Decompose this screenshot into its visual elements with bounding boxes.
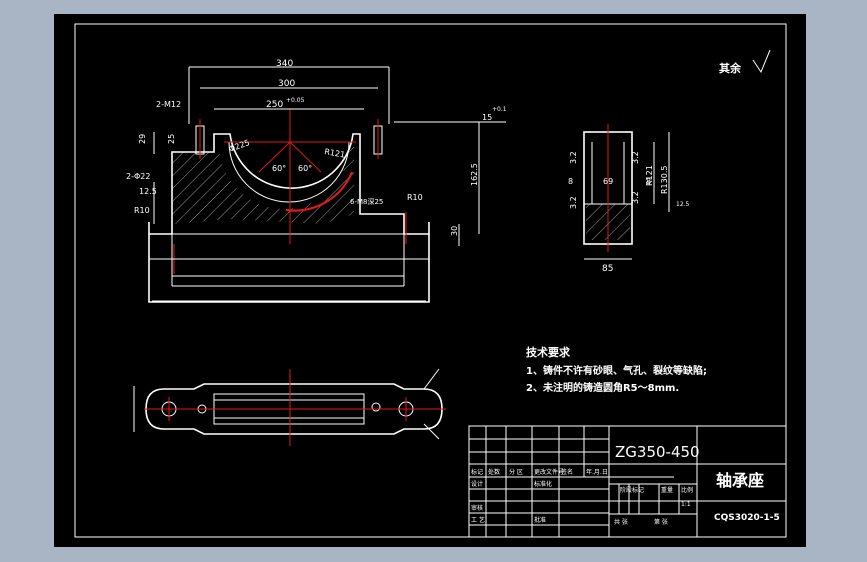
body-outline — [148, 133, 430, 235]
dim-15-tol: +0.1 — [492, 106, 507, 113]
tb-weight: 重量 — [661, 486, 673, 494]
tb-date: 年.月.日 — [586, 468, 608, 476]
dim-29: 29 — [138, 134, 147, 144]
top-leader-2 — [423, 423, 440, 440]
tb-sheet: 第 张 — [654, 518, 668, 526]
tb-review: 审核 — [471, 504, 483, 512]
base-outline — [148, 234, 430, 303]
dim-side-r121: R121 — [645, 165, 654, 186]
roughness-note: 其余 12.5 — [676, 49, 771, 208]
tb-scale-value: 1:1 — [681, 501, 691, 508]
tb-count: 处数 — [488, 468, 500, 476]
title-block-border — [468, 425, 787, 538]
dim-side-32a: 3.2 — [569, 151, 578, 164]
side-view: 3.2 3.2 3.2 3.2 8 8 69 R121 R130.5 85 — [568, 124, 670, 274]
bore-red-arc — [285, 171, 354, 212]
top-bolt-right — [371, 402, 381, 412]
tb-std: 标准化 — [534, 480, 552, 488]
dim-side-69: 69 — [603, 177, 613, 186]
rough-label: 其余 — [719, 61, 742, 75]
dim-angle-60b: 60° — [298, 164, 312, 173]
tech-req-line-1: 1、铸件不许有砂眼、气孔、裂纹等缺陷; — [526, 364, 707, 377]
tb-scale: 比例 — [681, 486, 693, 494]
dim-250-tol: +0.05 — [286, 97, 305, 104]
section-hatch — [172, 144, 354, 224]
drawing-sheet: 340 300 250 +0.05 2-M12 29 25 2-Φ22 12.5… — [54, 14, 806, 547]
dim-side-32d: 3.2 — [631, 191, 640, 204]
dim-125: 12.5 — [139, 187, 157, 196]
dim-side-85: 85 — [602, 264, 613, 274]
angle-line-right — [289, 141, 322, 173]
top-leader-1 — [423, 368, 440, 390]
inner-border — [74, 23, 787, 538]
top-view — [133, 368, 446, 446]
drawing-canvas: 340 300 250 +0.05 2-M12 29 25 2-Φ22 12.5… — [74, 23, 787, 538]
tb-stage: 阶段标记 — [620, 486, 644, 494]
tb-sign: 签名 — [561, 468, 573, 476]
dim-r10-left: R10 — [134, 206, 150, 215]
dim-30: 30 — [450, 226, 459, 236]
tb-docno: 更改文件号 — [534, 468, 564, 476]
tech-req-title: 技术要求 — [526, 345, 571, 359]
dim-m12: 2-M12 — [156, 100, 181, 109]
dim-r121: R121 — [324, 147, 346, 159]
dim-250: 250 — [266, 100, 283, 110]
tb-mark: 标记 — [471, 468, 483, 476]
tb-approve: 批准 — [534, 516, 546, 524]
tb-total: 共 张 — [614, 518, 628, 526]
angle-line-left — [258, 141, 291, 173]
dim-m8: 6-M8深25 — [350, 197, 383, 206]
material: ZG350-450 — [615, 443, 700, 461]
dim-phi22: 2-Φ22 — [126, 172, 150, 181]
dim-side-32b: 3.2 — [631, 151, 640, 164]
tb-design: 设计 — [471, 480, 483, 488]
bore-arc — [228, 141, 350, 203]
dim-side-r1305: R130.5 — [660, 166, 669, 194]
part-name: 轴承座 — [716, 471, 764, 490]
dim-25: 25 — [167, 134, 176, 144]
tech-req-line-2: 2、未注明的铸造圆角R5～8mm. — [526, 381, 679, 394]
tb-process: 工 艺 — [471, 516, 485, 524]
drawing-number: CQS3020-1-5 — [714, 513, 780, 523]
tb-zone: 分 区 — [509, 468, 523, 476]
top-outline — [145, 383, 443, 435]
dim-1625: 162.5 — [470, 163, 479, 186]
dim-side-8a: 8 — [568, 177, 573, 186]
dim-15: 15 — [482, 113, 492, 122]
dim-300: 300 — [278, 79, 295, 89]
dim-r10-right: R10 — [407, 193, 423, 202]
rough-ra: 12.5 — [676, 201, 690, 208]
title-block: ZG350-450 轴承座 CQS3020-1-5 标记 处数 分 区 更改文件… — [468, 425, 787, 538]
roughness-symbol — [752, 49, 771, 74]
dim-side-8b: 8 — [646, 177, 651, 186]
dim-340: 340 — [276, 59, 293, 69]
technical-requirements: 技术要求 1、铸件不许有砂眼、气孔、裂纹等缺陷; 2、未注明的铸造圆角R5～8m… — [526, 345, 707, 394]
front-view: 340 300 250 +0.05 2-M12 29 25 2-Φ22 12.5… — [126, 59, 507, 303]
dim-side-32c: 3.2 — [569, 196, 578, 209]
dim-angle-60a: 60° — [272, 164, 286, 173]
